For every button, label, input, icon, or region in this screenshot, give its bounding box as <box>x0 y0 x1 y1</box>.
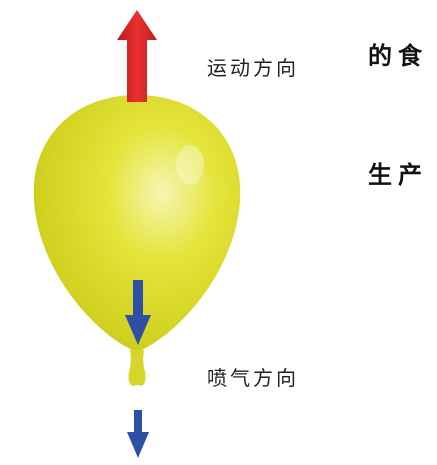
cropped-text-top: 的食 <box>368 42 428 70</box>
exhaust-direction-label: 喷气方向 <box>207 366 299 390</box>
balloon-knot <box>128 350 146 386</box>
balloon-highlight <box>176 145 204 185</box>
cropped-text-mid: 生产 <box>368 161 428 189</box>
balloon <box>33 95 241 386</box>
red-up-arrow-icon <box>117 10 157 102</box>
blue-down-arrow-icon-lower <box>127 410 149 458</box>
balloon-body <box>33 95 241 352</box>
blue-down-arrow-icon <box>125 280 151 345</box>
motion-direction-label: 运动方向 <box>207 56 299 80</box>
